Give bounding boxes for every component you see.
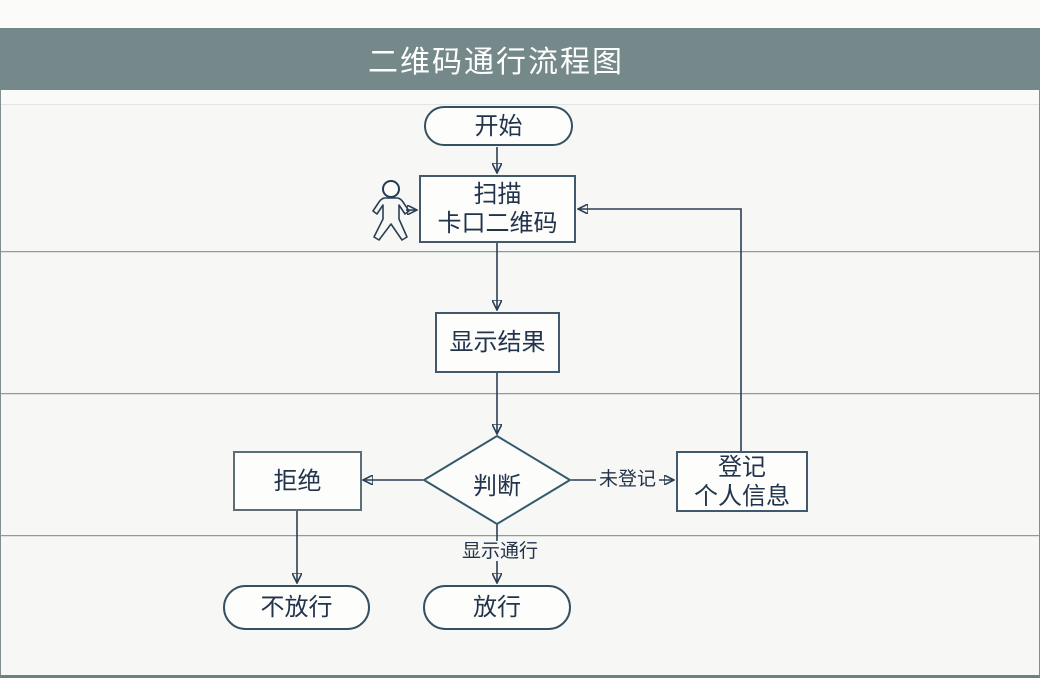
bottom-bar <box>0 675 1040 678</box>
page-title: 二维码通行流程图 <box>368 45 624 80</box>
lane-divider <box>1 251 1039 252</box>
lane-divider <box>1 393 1039 394</box>
node-pass: 放行 <box>423 585 571 630</box>
node-no-pass-label: 不放行 <box>260 593 333 621</box>
node-register-line2: 个人信息 <box>694 481 790 510</box>
edge-label-not-registered: 未登记 <box>596 469 660 489</box>
lane-divider <box>1 535 1039 536</box>
node-scan-line2: 卡口二维码 <box>437 209 558 237</box>
node-decision-label: 判断 <box>473 472 521 500</box>
node-start: 开始 <box>424 106 573 146</box>
node-scan-line1: 扫描 <box>473 180 522 208</box>
canvas-top-band <box>0 90 1040 104</box>
node-show-result-label: 显示结果 <box>449 328 546 356</box>
title-bar: 二维码通行流程图 <box>0 28 1040 91</box>
node-reject-label: 拒绝 <box>273 466 322 495</box>
node-show-result: 显示结果 <box>435 312 560 373</box>
edge-label-show-pass: 显示通行 <box>459 541 542 561</box>
node-no-pass: 不放行 <box>223 585 370 630</box>
node-reject: 拒绝 <box>233 451 362 511</box>
node-register-info: 登记 个人信息 <box>676 451 808 512</box>
lane-divider <box>1 104 1039 105</box>
node-scan-qrcode: 扫描 卡口二维码 <box>419 175 576 243</box>
node-register-line1: 登记 <box>718 452 766 481</box>
node-start-label: 开始 <box>474 111 523 140</box>
top-margin-strip <box>0 0 1040 29</box>
node-pass-label: 放行 <box>473 593 521 621</box>
